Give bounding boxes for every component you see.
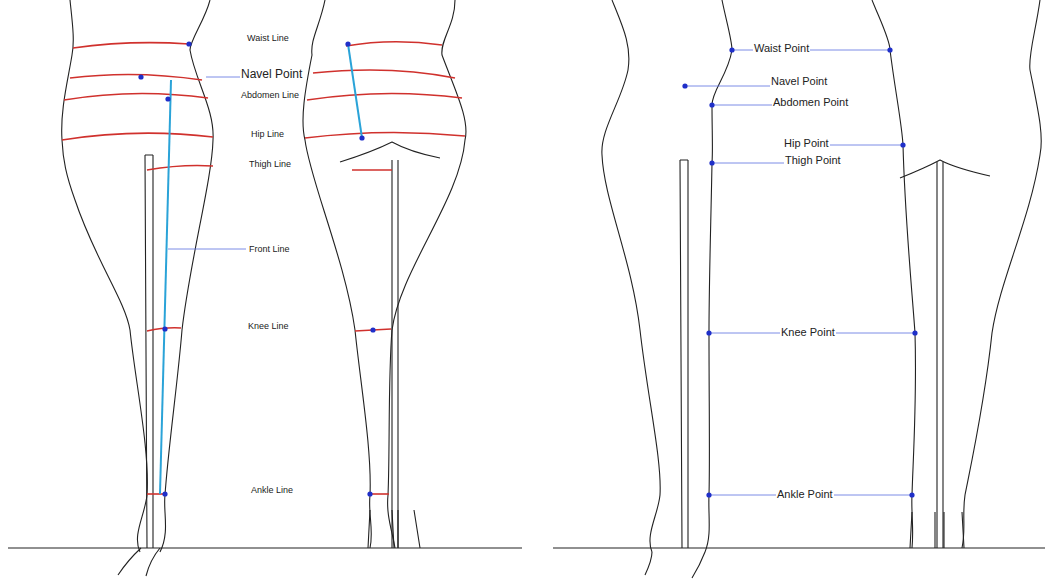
measurement-label: Hip Point xyxy=(783,137,830,150)
measurement-label: Abdomen Line xyxy=(240,90,300,100)
measurement-label: Thigh Line xyxy=(248,159,292,169)
measurement-label: Ankle Point xyxy=(776,488,834,501)
measurement-label: Waist Point xyxy=(753,42,810,55)
measurement-label: Front Line xyxy=(248,244,291,254)
measurement-label: Knee Line xyxy=(247,321,290,331)
measurement-label: Ankle Line xyxy=(250,485,294,495)
measurement-label: Hip Line xyxy=(250,129,285,139)
measurement-label: Thigh Point xyxy=(784,154,842,167)
measurement-label: Navel Point xyxy=(770,75,828,88)
measurement-label: Knee Point xyxy=(780,326,836,339)
measurement-label: Abdomen Point xyxy=(772,96,849,109)
measurement-label: Waist Line xyxy=(246,33,290,43)
measurement-label: Navel Point xyxy=(240,68,303,82)
